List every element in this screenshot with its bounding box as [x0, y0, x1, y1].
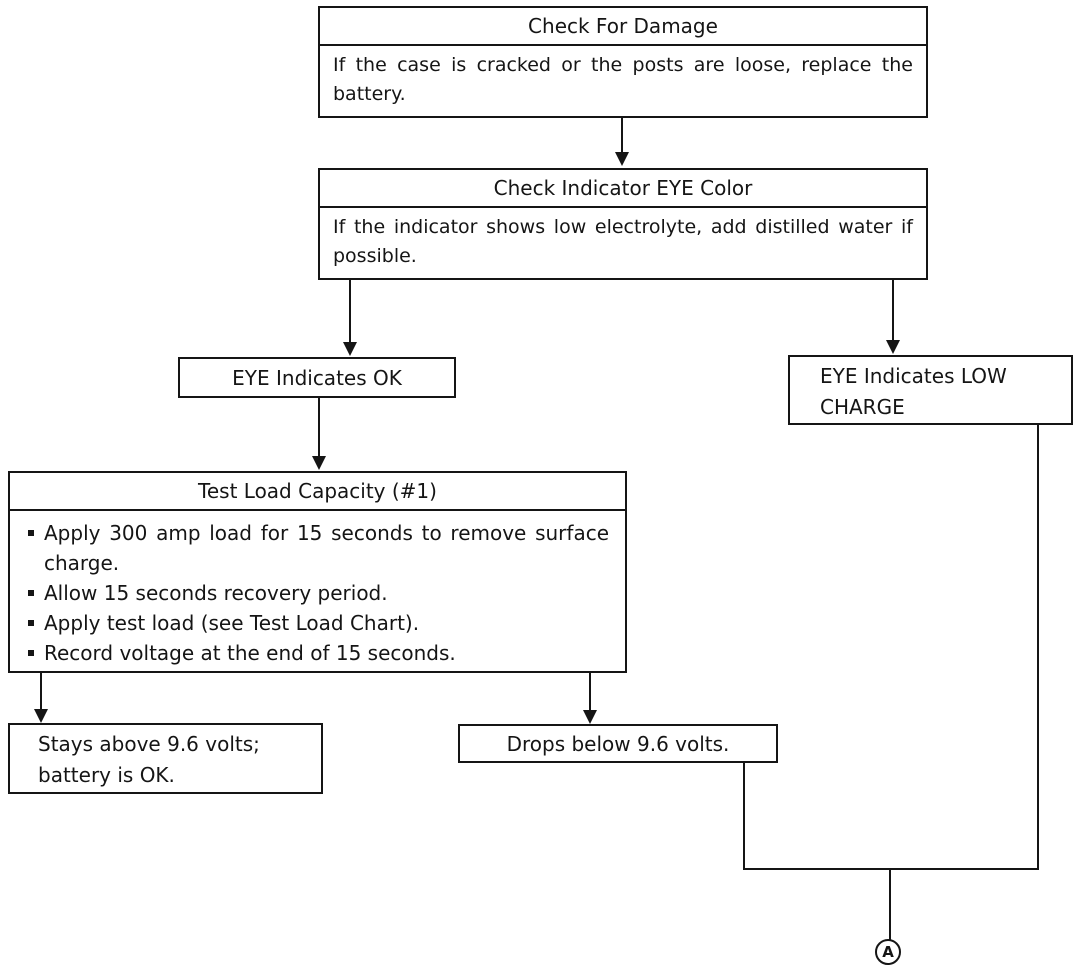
bullet-icon [28, 620, 34, 626]
arrowhead-eye-color-to-low-charge [886, 340, 900, 354]
line-to-connector-a [889, 870, 891, 940]
bullet-item: Record voltage at the end of 15 seconds. [22, 638, 609, 668]
node-check-for-damage: Check For Damage If the case is cracked … [318, 6, 928, 118]
node-title: Check Indicator EYE Color [320, 170, 926, 208]
connector-a-circle: A [875, 939, 901, 965]
node-stays-above-9-6-volts: Stays above 9.6 volts; battery is OK. [8, 723, 323, 794]
node-check-indicator-eye-color: Check Indicator EYE Color If the indicat… [318, 168, 928, 280]
arrowhead-eye-color-to-ok [343, 342, 357, 356]
arrow-test-load-to-drops-below [589, 673, 591, 710]
bullet-item: Apply test load (see Test Load Chart). [22, 608, 609, 638]
line-merge-horizontal [743, 868, 1039, 870]
bullet-item: Allow 15 seconds recovery period. [22, 578, 609, 608]
node-eye-indicates-ok: EYE Indicates OK [178, 357, 456, 398]
node-label: EYE Indicates LOW CHARGE [820, 364, 1007, 419]
bullet-text: Allow 15 seconds recovery period. [44, 581, 388, 605]
bullet-text: Apply 300 amp load for 15 seconds to rem… [44, 521, 609, 575]
arrow-test-load-to-stays-above [40, 673, 42, 709]
arrow-ok-to-test-load [318, 398, 320, 456]
arrowhead-test-load-to-drops-below [583, 710, 597, 724]
connector-a-label: A [882, 943, 894, 961]
bullet-icon [28, 530, 34, 536]
bullet-item: Apply 300 amp load for 15 seconds to rem… [22, 518, 609, 578]
bullet-list: Apply 300 amp load for 15 seconds to rem… [10, 511, 625, 668]
node-title: Check For Damage [320, 8, 926, 46]
arrowhead-damage-to-eye-color [615, 152, 629, 166]
arrowhead-test-load-to-stays-above [34, 709, 48, 723]
bullet-icon [28, 590, 34, 596]
arrowhead-ok-to-test-load [312, 456, 326, 470]
line-drops-below-down [743, 763, 745, 870]
bullet-text: Record voltage at the end of 15 seconds. [44, 641, 456, 665]
node-body: If the case is cracked or the posts are … [333, 54, 913, 105]
node-body: If the indicator shows low electrolyte, … [333, 216, 913, 267]
node-drops-below-9-6-volts: Drops below 9.6 volts. [458, 724, 778, 763]
bullet-icon [28, 650, 34, 656]
node-title: Test Load Capacity (#1) [10, 473, 625, 511]
node-eye-indicates-low-charge: EYE Indicates LOW CHARGE [788, 355, 1073, 425]
arrow-damage-to-eye-color [621, 118, 623, 154]
node-label: Stays above 9.6 volts; battery is OK. [38, 732, 260, 787]
node-label: Drops below 9.6 volts. [506, 731, 730, 756]
arrow-eye-color-to-ok [349, 280, 351, 342]
line-low-charge-down [1037, 425, 1039, 870]
bullet-text: Apply test load (see Test Load Chart). [44, 611, 420, 635]
arrow-eye-color-to-low-charge [892, 280, 894, 340]
node-test-load-capacity: Test Load Capacity (#1) Apply 300 amp lo… [8, 471, 627, 673]
node-label: EYE Indicates OK [232, 365, 402, 390]
